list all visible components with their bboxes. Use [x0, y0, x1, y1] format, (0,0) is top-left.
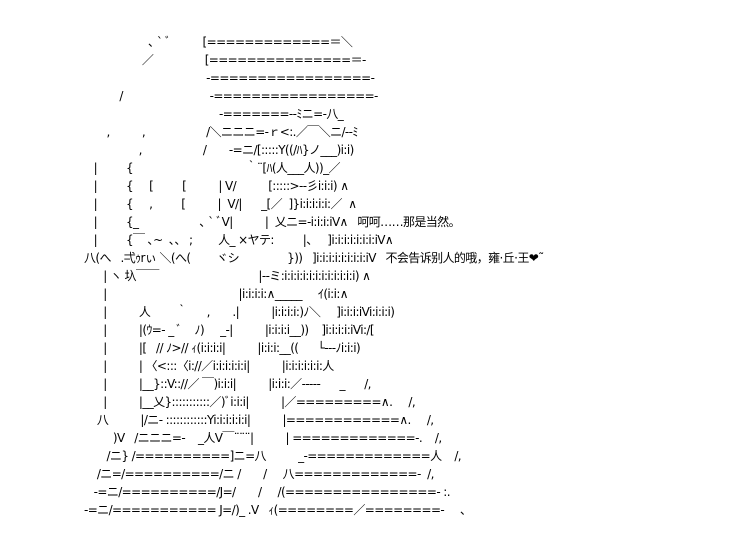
art-line: /ニ=/==========/ニ / / 八=============- /, [84, 467, 435, 481]
art-line: | { ｀¨[ﾊ(人___人))_／ [84, 161, 341, 175]
art-line: ､ ` ﾞ [=============＝＼ [84, 35, 353, 49]
art-line: | |(ｳ=- _ ﾞ ﾉ) _-| |i:i:i:i__)) ]i:i:i:i… [84, 323, 374, 337]
ascii-art-block: ､ ` ﾞ [=============＝＼ ／ [==============… [84, 33, 544, 519]
art-line: | ヽ 圦￣￣ |--ミ:i:i:i:i:i:i:i:i:i:i:i:i) ∧ [84, 269, 371, 283]
art-line: -=ニ/==========/J=/ / /(================-… [84, 485, 451, 499]
art-line: | | 〈<:::〈i://／i:i:i:i:i:i| |i:i:i:i:i:i… [84, 359, 334, 373]
art-line: | |i:i:i:i:∧_____ ｲ(i:i:∧ [84, 287, 348, 301]
art-line: / -=================- [84, 89, 378, 103]
art-line: | |[ // ﾉ>// ｨ(i:i:i:i| |i:i:i:__(( └---… [84, 341, 361, 355]
dialogue-line-2: 八(へ .弌ｩrぃ ＼(へ( ヾシ })) ]i:i:i:i:i:i:i:i:i… [84, 251, 544, 265]
art-line: , / -=ニ/[:::::Y((/ﾊ}ノ___)i:i) [84, 143, 355, 157]
art-line: | { [ [ | V/ [:::::>--彡i:i:i) ∧ [84, 179, 349, 193]
art-line: -=================- [84, 71, 375, 85]
dialogue-line-1: | {_ ､ ` ﾞV| | 乂ニ=-i:i:i:iV∧ 呵呵……那是当然。 [84, 215, 461, 229]
art-line: -=ニ/=========== J=/)_ .V ｨ(========／====… [84, 503, 466, 517]
art-line: -=======--ﾐニ=-八_ [84, 107, 344, 121]
art-line: | {￣ ､~ ､、 ; 人_ ×ヤテ: |、 ]i:i:i:i:i:i:i:i… [84, 233, 394, 247]
art-line: 八 |/ニ- ::::::::::::Yi:i:i:i:i:i| |======… [84, 413, 434, 427]
art-line: | 人 ｀ , .| |i:i:i:i:)ﾉ＼ ]i:i:i:iVi:i:i:i… [84, 305, 395, 319]
art-line: )V /ニニニ=- _人V￣¨¨¨| | =============-. /, [84, 431, 442, 445]
art-line: , , /＼ニニニ=-ｒ<:.／￣＼ニ/--ﾐ [84, 125, 359, 139]
art-line: | { , [ | V/| _[／ ]}i:i:i:i:i:／ ∧ [84, 197, 357, 211]
art-line: | |__}::V:://／ ￣)i:i:i| |i:i:i:／----- _ … [84, 377, 371, 391]
art-line: /ニ} /==========]ニ=八 _-=============人 /, [84, 449, 462, 463]
art-line: | |__乂}:::::::::::／)ﾞi:i:i| |／=========∧… [84, 395, 416, 409]
art-line: ／ [===============＝- [84, 53, 366, 67]
